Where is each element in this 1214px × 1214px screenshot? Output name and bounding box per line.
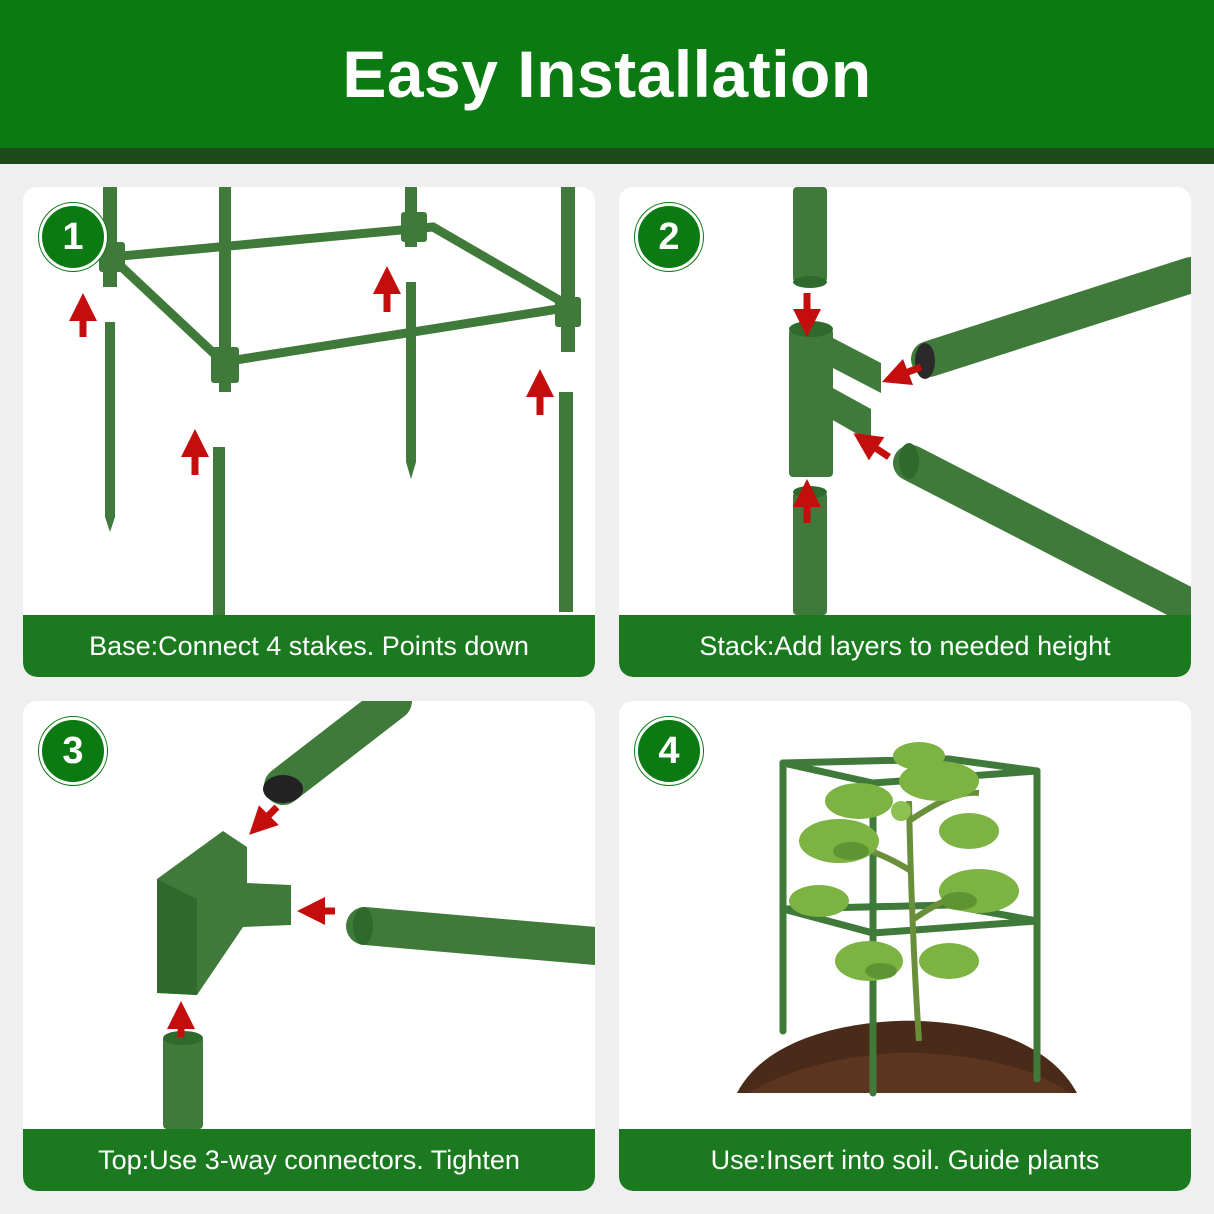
- base-frame-illustration: [69, 187, 581, 615]
- step-panel-1: 1 Base:Connect 4 stakes. Points down: [23, 187, 595, 677]
- step-panel-3: 3 Top:Use 3-way connectors. Tighten: [23, 701, 595, 1191]
- page-title: Easy Installation: [342, 37, 872, 111]
- plant-cage-illustration: [737, 742, 1077, 1097]
- step-panel-4: 4 Use:Insert into soil. Guide plants: [619, 701, 1191, 1191]
- header-banner: Easy Installation: [0, 0, 1214, 148]
- step-number-badge: 4: [635, 717, 703, 785]
- stack-connector-illustration: [789, 187, 1191, 615]
- step-caption: Stack:Add layers to needed height: [619, 615, 1191, 677]
- step-caption: Use:Insert into soil. Guide plants: [619, 1129, 1191, 1191]
- step-number-badge: 1: [39, 203, 107, 271]
- top-connector-illustration: [157, 701, 595, 1129]
- header-divider: [0, 148, 1214, 164]
- step-number-badge: 2: [635, 203, 703, 271]
- step-number-badge: 3: [39, 717, 107, 785]
- step-caption: Base:Connect 4 stakes. Points down: [23, 615, 595, 677]
- step-panel-2: 2 Stack:Add layers to needed height: [619, 187, 1191, 677]
- step-caption: Top:Use 3-way connectors. Tighten: [23, 1129, 595, 1191]
